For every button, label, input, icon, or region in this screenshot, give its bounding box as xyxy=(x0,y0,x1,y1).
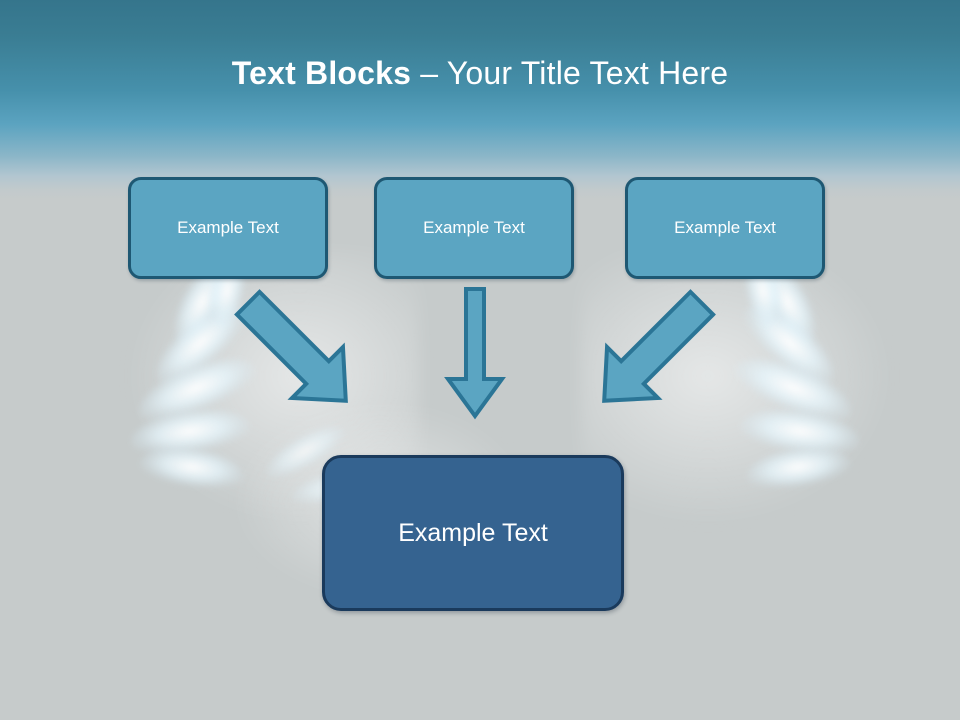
text-block-1-label: Example Text xyxy=(177,218,279,237)
result-text-block-label: Example Text xyxy=(398,519,548,547)
page-title-rest: Your Title Text Here xyxy=(446,55,729,91)
page-title-strong: Text Blocks xyxy=(231,55,421,91)
text-block-3[interactable]: Example Text xyxy=(625,177,825,279)
text-block-1[interactable]: Example Text xyxy=(128,177,328,279)
result-text-block[interactable]: Example Text xyxy=(322,455,624,611)
header-gradient-band xyxy=(0,0,960,200)
text-block-2[interactable]: Example Text xyxy=(374,177,574,279)
arrow-down-icon xyxy=(444,287,506,420)
arrow-down-left-icon xyxy=(602,289,716,403)
page-title-separator: – xyxy=(420,55,447,91)
arrow-down-right-icon xyxy=(234,289,348,403)
page-title: Text Blocks – Your Title Text Here xyxy=(0,52,960,94)
text-block-2-label: Example Text xyxy=(423,218,525,237)
text-block-3-label: Example Text xyxy=(674,218,776,237)
